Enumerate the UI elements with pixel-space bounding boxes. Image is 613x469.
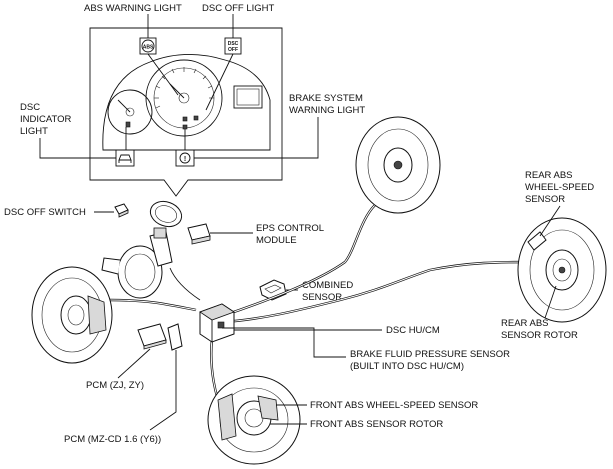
label-rear-wss-2: WHEEL-SPEED xyxy=(525,182,594,193)
info-display xyxy=(233,85,263,109)
front-right-strut xyxy=(217,393,237,441)
small-gauge xyxy=(107,89,153,135)
leader-dsc-indicator-light xyxy=(39,138,116,159)
dsc-off-switch-side xyxy=(118,209,129,218)
brake-icon-text: ! xyxy=(184,156,186,163)
brake-fluid-pressure-sensor-part xyxy=(217,321,225,329)
label-pcm-zj-zy: PCM (ZJ, ZY) xyxy=(86,380,144,391)
dsc-indicator-icon xyxy=(115,149,135,167)
label-bfps-2: (BUILT INTO DSC HU/CM) xyxy=(350,361,464,372)
label-dsc-off-light: DSC OFF LIGHT xyxy=(202,3,275,14)
speedometer xyxy=(145,59,223,137)
cluster-indicator-mark xyxy=(182,116,188,122)
label-brake-system-2: WARNING LIGHT xyxy=(289,105,365,116)
brake-line-front-left xyxy=(109,298,197,312)
label-eps-2: MODULE xyxy=(256,235,297,246)
abs-icon-text: ABS xyxy=(143,45,154,51)
label-dsc-off-switch: DSC OFF SWITCH xyxy=(4,207,86,218)
leader-rear-abs-wheel-speed-sensor xyxy=(539,205,561,237)
cluster-indicator-mark xyxy=(182,124,188,130)
small-gauge-needle xyxy=(117,99,131,113)
front-wheel-right xyxy=(207,375,301,465)
dsc-off-leader xyxy=(205,53,234,111)
cluster-indicator-mark xyxy=(193,115,199,121)
cluster-indicator-mark xyxy=(125,121,131,128)
abs-leader xyxy=(147,53,179,96)
leader-brake-system-warning xyxy=(194,117,319,159)
fluid-reservoir xyxy=(153,227,167,239)
label-front-abs-wss: FRONT ABS WHEEL-SPEED SENSOR xyxy=(310,400,478,411)
dsc-hu-cm-part xyxy=(199,303,235,343)
rear-wheel-upper xyxy=(355,116,441,214)
front-wheel-left xyxy=(31,266,113,364)
label-front-abs-rotor: FRONT ABS SENSOR ROTOR xyxy=(310,419,443,430)
rear-wheel-upper-center xyxy=(393,160,403,170)
label-dsc-indicator-light-2: INDICATOR xyxy=(20,114,72,125)
label-rear-rotor-2: SENSOR ROTOR xyxy=(501,330,578,341)
dsc-hu-cm-top xyxy=(199,303,235,321)
label-dsc-indicator-light-1: DSC xyxy=(20,102,40,113)
cluster-outline xyxy=(102,54,271,151)
leader-rear-abs-sensor-rotor xyxy=(544,285,557,319)
speedometer-ticks xyxy=(154,67,214,109)
steering-switch-part xyxy=(149,200,183,228)
pcm-mz-cd-part xyxy=(167,323,183,351)
label-rear-wss-1: REAR ABS xyxy=(525,170,573,181)
rear-wheel-rim xyxy=(529,229,595,311)
speedometer-needle xyxy=(169,83,185,99)
rear-hub-inner xyxy=(552,258,572,282)
rear-hub-center xyxy=(558,266,566,274)
label-abs-warning-light: ABS WARNING LIGHT xyxy=(84,3,182,14)
label-dsc-hu-cm: DSC HU/CM xyxy=(386,325,440,336)
info-display-inner xyxy=(236,88,260,106)
small-gauge-hub xyxy=(125,107,135,117)
brake-warning-icon-circle xyxy=(179,152,191,164)
steering-switch-inner xyxy=(155,205,177,223)
callout-box xyxy=(89,27,283,197)
abs-warning-icon xyxy=(141,39,155,53)
front-left-hub-inner xyxy=(67,304,85,326)
dsc-car-glyph xyxy=(118,154,132,163)
label-dsc-indicator-light-3: LIGHT xyxy=(20,126,48,137)
rear-abs-wheel-speed-sensor-part xyxy=(527,231,547,251)
brake-line-master xyxy=(169,267,201,301)
label-eps-1: EPS CONTROL xyxy=(256,223,324,234)
front-left-hub xyxy=(60,295,92,335)
label-rear-rotor-1: REAR ABS xyxy=(501,318,549,329)
rear-wheel-upper-rim xyxy=(367,128,429,202)
leader-pcm-mz-cd xyxy=(149,350,177,431)
front-abs-wheel-speed-sensor-part xyxy=(257,395,279,421)
eps-module-side xyxy=(191,235,211,245)
combined-sensor-detail xyxy=(264,284,282,294)
brake-booster-inner xyxy=(124,253,156,291)
rear-wheel-sensor-side xyxy=(517,217,607,323)
leader-brake-fluid-pressure-sensor xyxy=(222,327,346,358)
label-pcm-mz-cd: PCM (MZ-CD 1.6 (Y6)) xyxy=(64,434,161,445)
dsc-off-icon-text-2: OFF xyxy=(228,47,238,53)
label-bfps-1: BRAKE FLUID PRESSURE SENSOR xyxy=(350,349,510,360)
pcm-zj-zy-side xyxy=(143,339,167,350)
speedometer-hub xyxy=(178,92,190,104)
instrument-cluster-callout: ABS DSC OFF ! xyxy=(89,27,283,197)
dsc-off-icon-text-1: DSC xyxy=(228,41,239,47)
label-brake-system-1: BRAKE SYSTEM xyxy=(289,93,363,104)
label-combined-1: COMBINED xyxy=(302,280,353,291)
front-left-caliper xyxy=(87,295,107,335)
label-combined-2: SENSOR xyxy=(302,292,342,303)
brake-booster-assembly xyxy=(101,227,173,299)
brake-pedal-rod xyxy=(101,257,121,275)
label-rear-wss-3: SENSOR xyxy=(525,194,565,205)
leader-pcm-zj-zy xyxy=(117,348,151,379)
